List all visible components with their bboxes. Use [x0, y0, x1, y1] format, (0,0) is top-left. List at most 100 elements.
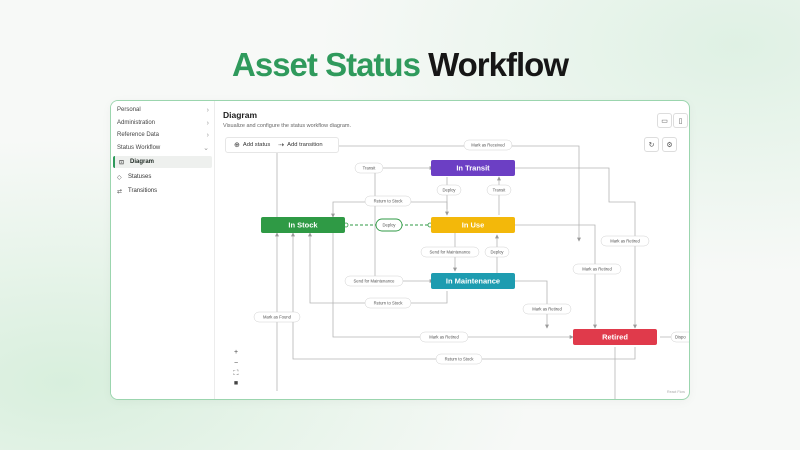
edge-label-transit-2[interactable]: Transit — [486, 184, 512, 196]
add-status-button[interactable]: ⊕ Add status — [234, 141, 270, 149]
svg-text:Mark as Retired: Mark as Retired — [532, 307, 562, 312]
svg-text:Mark as Retired: Mark as Retired — [610, 239, 640, 244]
page-headline: Asset Status Workflow — [0, 46, 800, 84]
workflow-canvas[interactable]: Mark as Received Transit Deploy Transit … — [215, 101, 689, 399]
node-shape — [431, 273, 515, 289]
page-subtitle: Visualize and configure the status workf… — [223, 123, 351, 129]
fit-view-button[interactable]: ⛶ — [231, 369, 241, 378]
edge-label-mark-as-retired-4[interactable]: Mark as Retired — [419, 331, 469, 343]
edge-label-mark-as-retired-1[interactable]: Mark as Retired — [600, 235, 650, 247]
sidebar-group-label: Personal — [117, 107, 141, 113]
edge-label-mark-as-retired-2[interactable]: Mark as Retired — [572, 263, 622, 275]
edge-label-deploy-selected[interactable]: Deploy — [375, 218, 403, 232]
refresh-icon: ↻ — [648, 141, 655, 149]
node-shape — [261, 217, 345, 233]
chevron-right-icon: › — [206, 106, 209, 114]
edge-label-dispose[interactable]: Dispo — [670, 331, 689, 343]
node-label: Retired — [602, 333, 628, 342]
svg-text:Return to Stock: Return to Stock — [445, 357, 475, 362]
add-transition-button[interactable]: ⇢ Add transition — [278, 141, 322, 149]
app-window: Personal › Administration › Reference Da… — [110, 100, 690, 400]
svg-text:Transit: Transit — [493, 188, 506, 193]
main-panel: Mark as Received Transit Deploy Transit … — [215, 101, 689, 399]
comment-icon: ▭ — [661, 117, 668, 125]
edge-use-retired[interactable] — [515, 224, 597, 329]
sidebar-item-transitions[interactable]: ⇄ Transitions — [113, 185, 210, 197]
node-shape — [431, 217, 515, 233]
edge-label-transit[interactable]: Transit — [354, 162, 384, 174]
node-label: In Stock — [288, 221, 318, 230]
chevron-right-icon: › — [206, 119, 209, 127]
edge-label-send-for-maintenance-2[interactable]: Send for Maintenance — [344, 275, 404, 287]
svg-text:Deploy: Deploy — [442, 188, 456, 193]
svg-text:Transit: Transit — [363, 166, 376, 171]
edge-labels: Mark as Received Transit Deploy Transit … — [253, 139, 689, 365]
headline-accent: Asset Status — [232, 46, 421, 83]
edge-return-to-stock-2[interactable] — [308, 232, 448, 304]
tag-icon: ◇ — [117, 174, 122, 181]
edge-label-send-for-maintenance-1[interactable]: Send for Maintenance — [420, 246, 480, 258]
add-status-label: Add status — [242, 142, 271, 148]
node-retired[interactable]: Retired — [573, 329, 657, 345]
sidebar-group-label: Administration — [117, 120, 156, 126]
headline-main: Workflow — [428, 46, 569, 83]
node-label: In Maintenance — [446, 277, 500, 286]
sidebar-group-status-workflow[interactable]: Status Workflow ⌄ — [117, 142, 209, 154]
svg-text:Dispo: Dispo — [675, 335, 686, 340]
svg-text:Mark as Retired: Mark as Retired — [429, 335, 459, 340]
zoom-out-button[interactable]: − — [231, 359, 241, 368]
edge-mark-as-received[interactable] — [276, 145, 581, 242]
settings-button[interactable]: ⚙ — [662, 137, 677, 152]
book-icon: ▯ — [678, 117, 683, 125]
svg-text:Mark as Retired: Mark as Retired — [582, 267, 612, 272]
svg-text:Deploy: Deploy — [382, 223, 396, 228]
sidebar-group-administration[interactable]: Administration › — [117, 117, 209, 129]
refresh-button[interactable]: ↻ — [644, 137, 659, 152]
lock-icon: ■ — [233, 380, 239, 387]
transition-icon: ⇄ — [117, 188, 123, 195]
svg-text:Send for Maintenance: Send for Maintenance — [354, 279, 396, 284]
gear-icon: ⚙ — [666, 141, 673, 149]
svg-text:Return to Stock: Return to Stock — [374, 199, 404, 204]
svg-text:Send for Maintenance: Send for Maintenance — [430, 250, 472, 255]
plus-icon: + — [233, 349, 239, 356]
edge-label-mark-as-found[interactable]: Mark as Found — [253, 311, 301, 323]
edge-label-mark-as-received[interactable]: Mark as Received — [463, 139, 513, 151]
edge-stock-retired[interactable] — [332, 233, 574, 339]
fit-view-icon: ⛶ — [233, 369, 239, 377]
edge-label-deploy-2[interactable]: Deploy — [484, 246, 510, 258]
node-label: In Transit — [456, 164, 490, 173]
diagram-toolbar: ⊕ Add status ⇢ Add transition — [225, 137, 339, 153]
edge-label-return-to-stock-3[interactable]: Return to Stock — [435, 353, 483, 365]
book-button[interactable]: ▯ — [673, 113, 688, 128]
svg-text:Mark as Received: Mark as Received — [471, 143, 505, 148]
edge-label-deploy-1[interactable]: Deploy — [436, 184, 462, 196]
edge-label-return-to-stock-2[interactable]: Return to Stock — [364, 297, 412, 309]
sidebar-item-label: Transitions — [128, 188, 158, 194]
node-in-use[interactable]: In Use — [431, 217, 515, 233]
lock-button[interactable]: ■ — [231, 379, 241, 388]
plus-circle-icon: ⊕ — [234, 142, 240, 149]
page-title: Diagram — [223, 110, 258, 120]
edges — [275, 145, 689, 399]
diagram-icon: ⊡ — [119, 159, 125, 166]
react-flow-attribution[interactable]: React Flow — [667, 390, 685, 394]
zoom-in-button[interactable]: + — [231, 348, 241, 357]
sidebar-group-label: Reference Data — [117, 132, 160, 138]
sidebar-group-personal[interactable]: Personal › — [117, 104, 209, 116]
sidebar-item-diagram[interactable]: ⊡ Diagram — [113, 156, 212, 168]
sidebar: Personal › Administration › Reference Da… — [111, 101, 215, 399]
node-shape — [431, 160, 515, 176]
add-transition-label: Add transition — [287, 142, 323, 148]
sidebar-item-statuses[interactable]: ◇ Statuses — [113, 171, 210, 183]
minus-icon: − — [233, 360, 239, 367]
node-in-maintenance[interactable]: In Maintenance — [431, 273, 515, 289]
chevron-right-icon: › — [206, 131, 209, 139]
sidebar-group-reference-data[interactable]: Reference Data › — [117, 129, 209, 141]
edge-label-mark-as-retired-3[interactable]: Mark as Retired — [522, 303, 572, 315]
edge-label-return-to-stock-1[interactable]: Return to Stock — [364, 195, 412, 207]
node-in-transit[interactable]: In Transit — [431, 160, 515, 176]
node-in-stock[interactable]: In Stock — [261, 217, 345, 233]
comment-button[interactable]: ▭ — [657, 113, 672, 128]
svg-text:Deploy: Deploy — [490, 250, 504, 255]
